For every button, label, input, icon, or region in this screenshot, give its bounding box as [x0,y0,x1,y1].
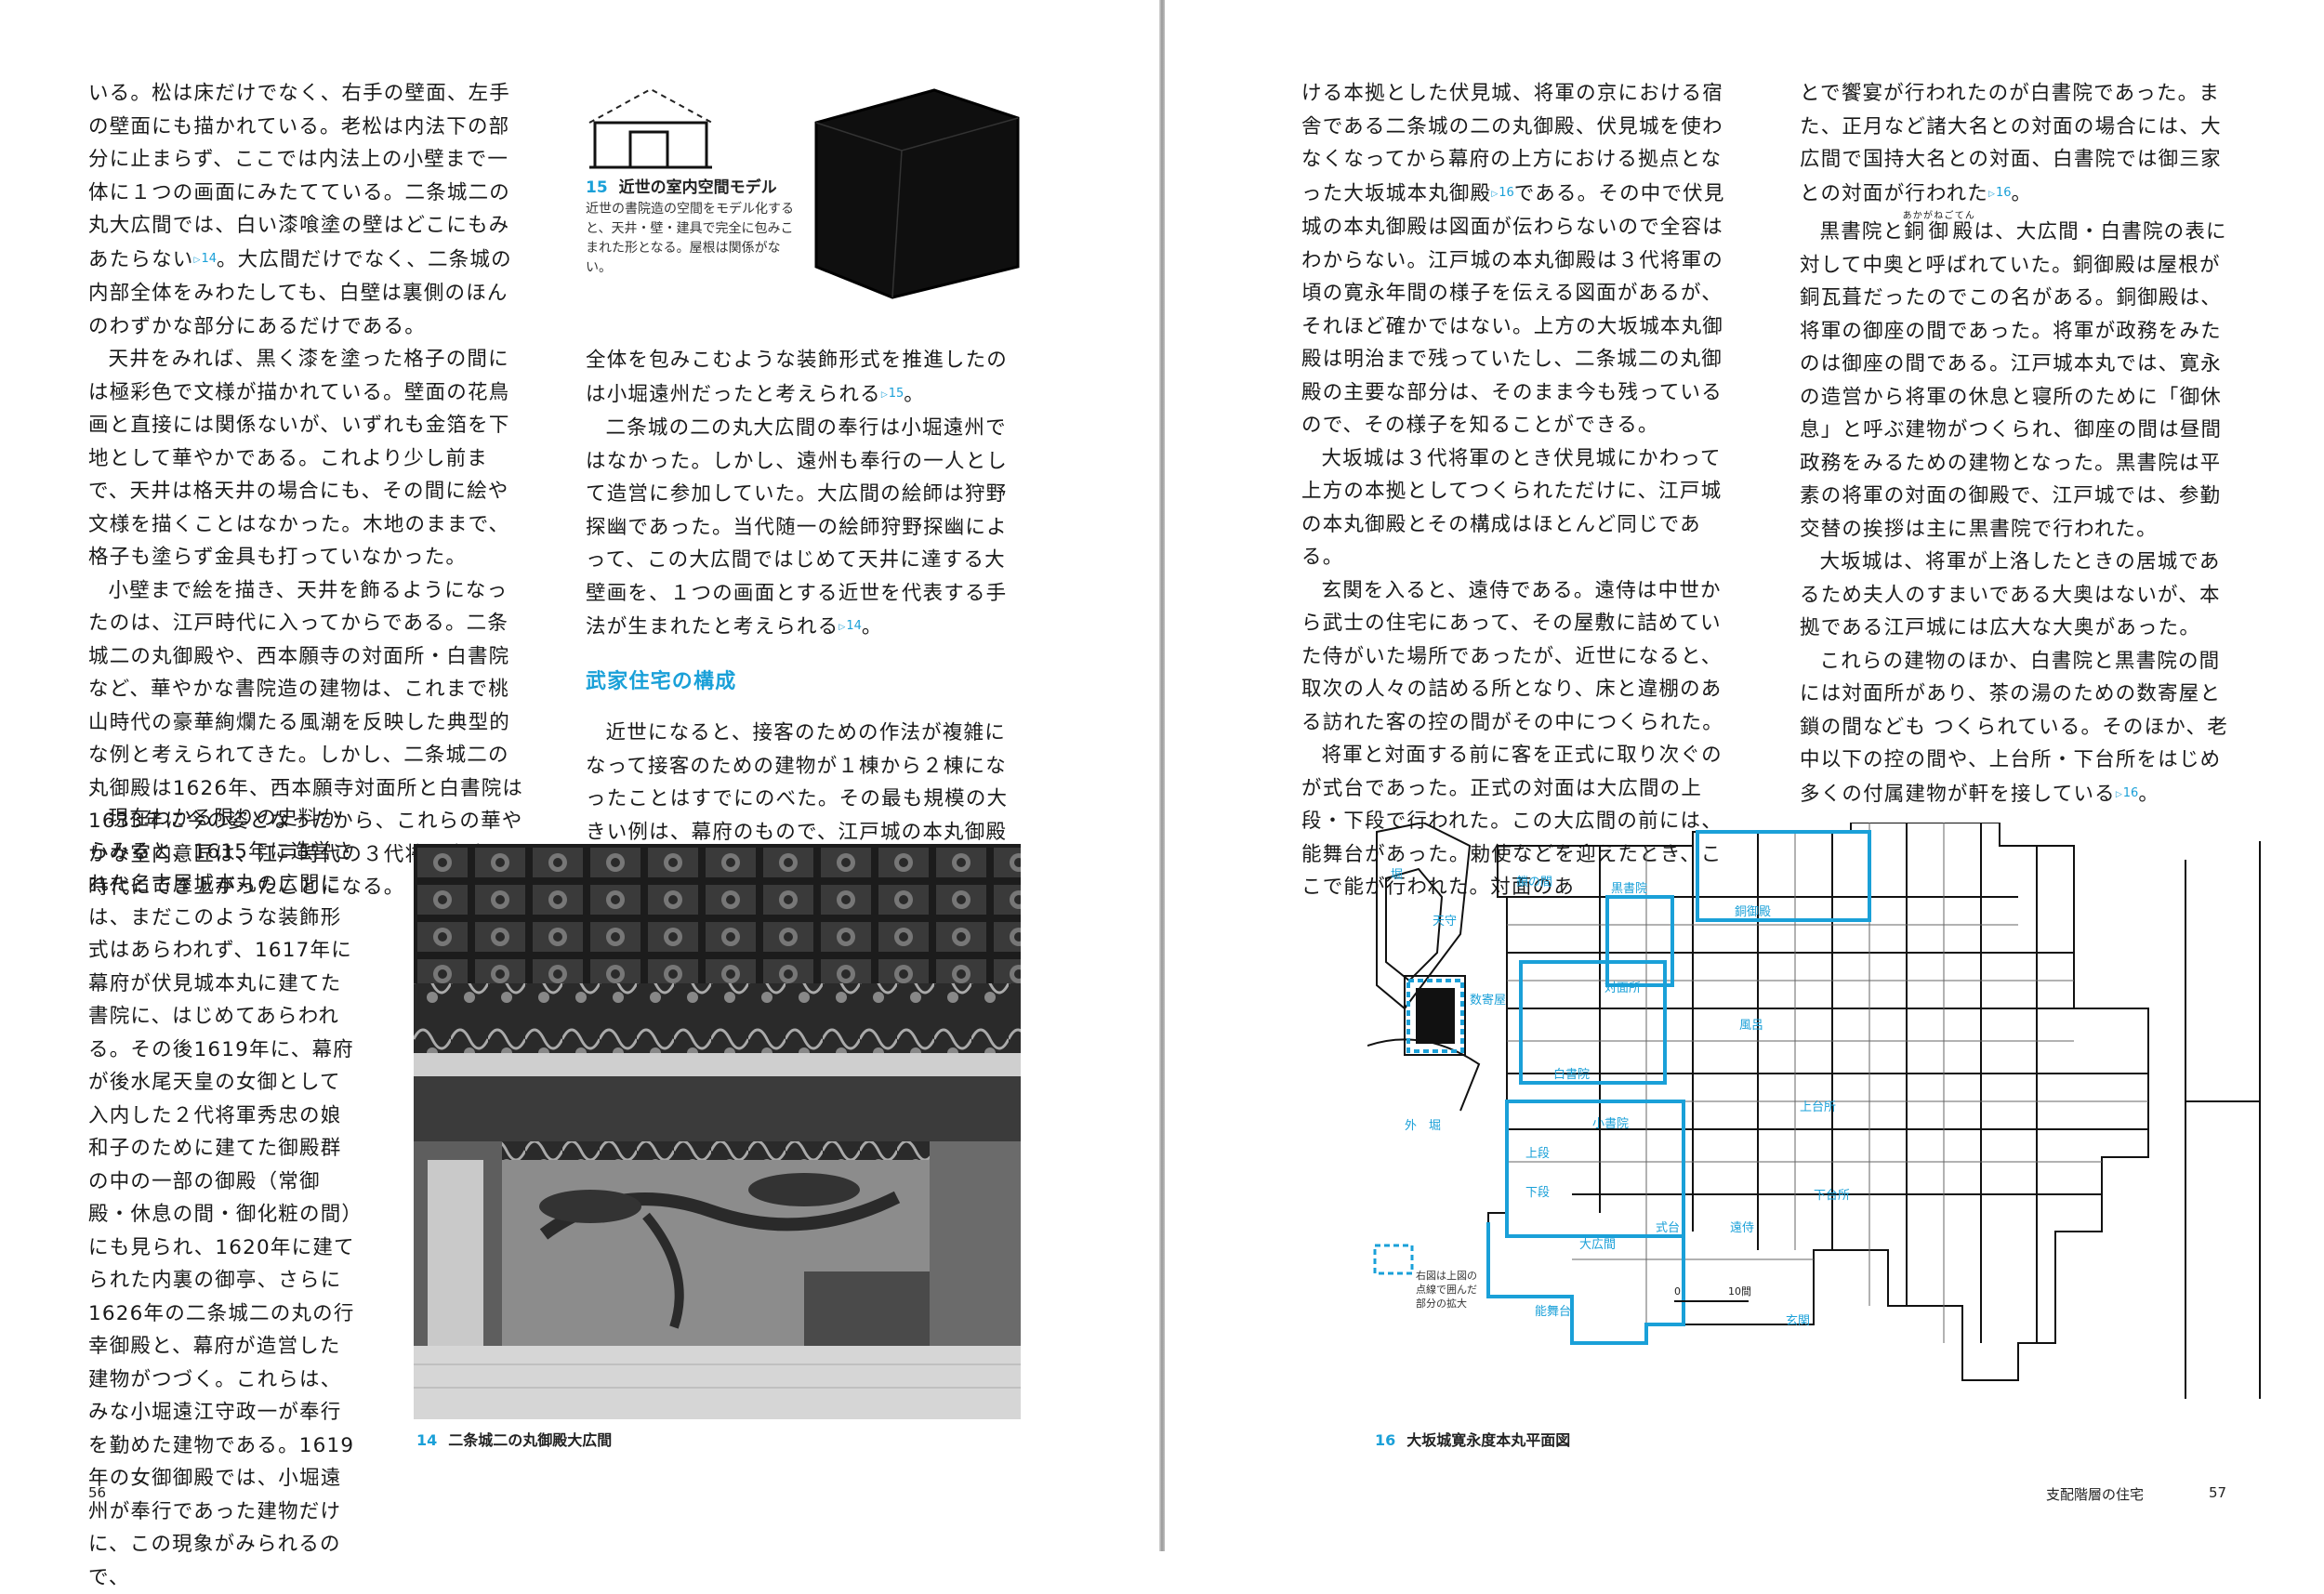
paragraph: これらの建物のほか、白書院と黒書院の間には対面所があり、茶の湯のための数寄屋と鎖… [1800,645,2237,812]
label-kusari: 鎖の間 [1516,875,1552,889]
page-number: 57 [2209,1484,2227,1501]
label-taimen: 対面所 [1604,981,1641,995]
paragraph: 玄関を入ると、遠侍である。遠侍は中世から武士の住宅にあって、その屋敷に詰めていた… [1301,578,1724,734]
figure-number: 15 [586,178,608,197]
plan-legend: 右図は上図の点線で囲んだ部分の拡大 [1416,1270,1477,1310]
scale-zero: 0 [1674,1285,1681,1298]
paragraph: とで饗宴が行われたのが白書院であった。また、正月など諸大名との対面の場合には、大… [1800,77,2237,211]
paragraph: 全体を包みこむような装飾形式を推進したのは小堀遠州だったと考えられる15。 [586,344,1023,412]
ruby-akagane: 銅御殿あかがねごてん [1902,211,1976,244]
left-page: いる。松は床だけでなく、右手の壁面、左手の壁面にも描かれている。老松は内法下の部… [0,0,1159,1589]
ref-16[interactable]: 16 [2116,786,2138,800]
figure-title: 二条城二の丸御殿大広間 [448,1431,613,1449]
house-outline-diagram [588,87,713,169]
left-main-column: いる。松は床だけでなく、右手の壁面、左手の壁面にも描かれている。老松は内法下の部… [88,77,525,904]
label-toosamurai: 遠侍 [1730,1221,1754,1235]
ref-16[interactable]: 16 [1491,186,1513,200]
ref-16[interactable]: 16 [1988,186,2011,200]
left-narrow-column: 現在わかる限りの史料からみると、1615年に造営された名古屋城本丸の広間には、ま… [88,802,360,1594]
ref-14[interactable]: 14 [838,619,861,633]
paragraph: ける本拠とした伏見城、将軍の京における宿舎である二条城の二の丸御殿、伏見城を使わ… [1301,77,1738,442]
right-first-column: ける本拠とした伏見城、将軍の京における宿舎である二条城の二の丸御殿、伏見城を使わ… [1301,77,1738,904]
figure-title: 大坂城寛永度本丸平面図 [1406,1431,1571,1449]
label-gedan: 下段 [1525,1186,1550,1200]
paragraph: 二条城の二の丸大広間の奉行は小堀遠州ではなかった。しかし、遠州も奉行の一人として… [586,412,1023,645]
figure-number: 14 [416,1431,438,1449]
paragraph: 小壁まで絵を描き、天井を飾るようになったのは、江戸時代に入ってからである。二条城… [88,578,524,900]
photo-ohiroma [414,844,1021,1419]
label-sukiya: 数寄屋 [1470,993,1506,1008]
label-hiroma: 大広間 [1579,1238,1616,1252]
black-box-diagram [814,88,1020,299]
figure-14-caption: 14 二条城二の丸御殿大広間 [416,1428,612,1450]
figure-15-caption: 15 近世の室内空間モデル 近世の書院造の空間をモデル化すると、天井・壁・建具で完… [586,178,799,278]
label-koshoin: 小書院 [1592,1117,1629,1131]
binding-gutter [1159,0,1165,1551]
label-shimodaidokoro: 下台所 [1814,1189,1850,1203]
paragraph: 黒書院と銅御殿あかがねごてんは、大広間・白書院の表に対して中奥と呼ばれていた。銅… [1800,211,2227,541]
left-second-column: 全体を包みこむような装飾形式を推進したのは小堀遠州だったと考えられる15。 二条… [586,344,1023,882]
figure-title: 近世の室内空間モデル [618,178,777,197]
page-number: 56 [88,1484,107,1501]
scale-ten: 10間 [1728,1285,1751,1298]
label-kuroshoin: 黒書院 [1611,882,1647,896]
floor-plan-osaka: 堀 天守 数寄屋 外 堀 鎖の間 黒書院 銅御殿 対面所 風呂 白書院 上台所 … [1367,823,2261,1399]
label-nobutai: 能舞台 [1535,1305,1571,1319]
figure-caption-text: 近世の書院造の空間をモデル化すると、天井・壁・建具で完全に包みこまれた形となる。… [586,202,794,275]
section-heading: 武家住宅の構成 [586,669,737,693]
label-furo: 風呂 [1739,1019,1763,1033]
figure-number: 16 [1375,1431,1396,1449]
label-hori: 堀 [1391,868,1403,882]
figure-16-caption: 16 大坂城寛永度本丸平面図 [1375,1428,1570,1450]
paragraph: いる。松は床だけでなく、右手の壁面、左手の壁面にも描かれている。老松は内法下の部… [88,77,525,343]
label-genkan: 玄関 [1786,1314,1810,1328]
paragraph: 現在わかる限りの史料からみると、1615年に造営された名古屋城本丸の広間には、ま… [88,807,355,1589]
right-page: ける本拠とした伏見城、将軍の京における宿舎である二条城の二の丸御殿、伏見城を使わ… [1165,0,2324,1551]
label-soto-bori: 外 堀 [1405,1119,1441,1133]
label-tenshu: 天守 [1433,915,1457,929]
label-shikidai: 式台 [1656,1221,1680,1235]
paragraph: 大坂城は、将軍が上洛したときの居城であるため夫人のすまいである大奥はないが、本拠… [1800,550,2221,639]
right-second-column: とで饗宴が行われたのが白書院であった。また、正月など諸大名との対面の場合には、大… [1800,77,2237,811]
ref-14[interactable]: 14 [194,252,217,266]
paragraph: 天井をみれば、黒く漆を塗った格子の間には極彩色で文様が描かれている。壁面の花鳥画… [88,348,510,569]
running-head: 支配階層の住宅 [2046,1486,2145,1503]
ref-15[interactable]: 15 [881,387,904,401]
label-shiroshoin: 白書院 [1553,1067,1590,1082]
label-jodan: 上段 [1525,1147,1550,1161]
paragraph: 大坂城は３代将軍のとき伏見城にかわって上方の本拠としてつくられただけに、江戸城の… [1301,446,1723,570]
label-akagane: 銅御殿 [1735,905,1771,919]
label-kamidaidokoro: 上台所 [1800,1100,1836,1114]
